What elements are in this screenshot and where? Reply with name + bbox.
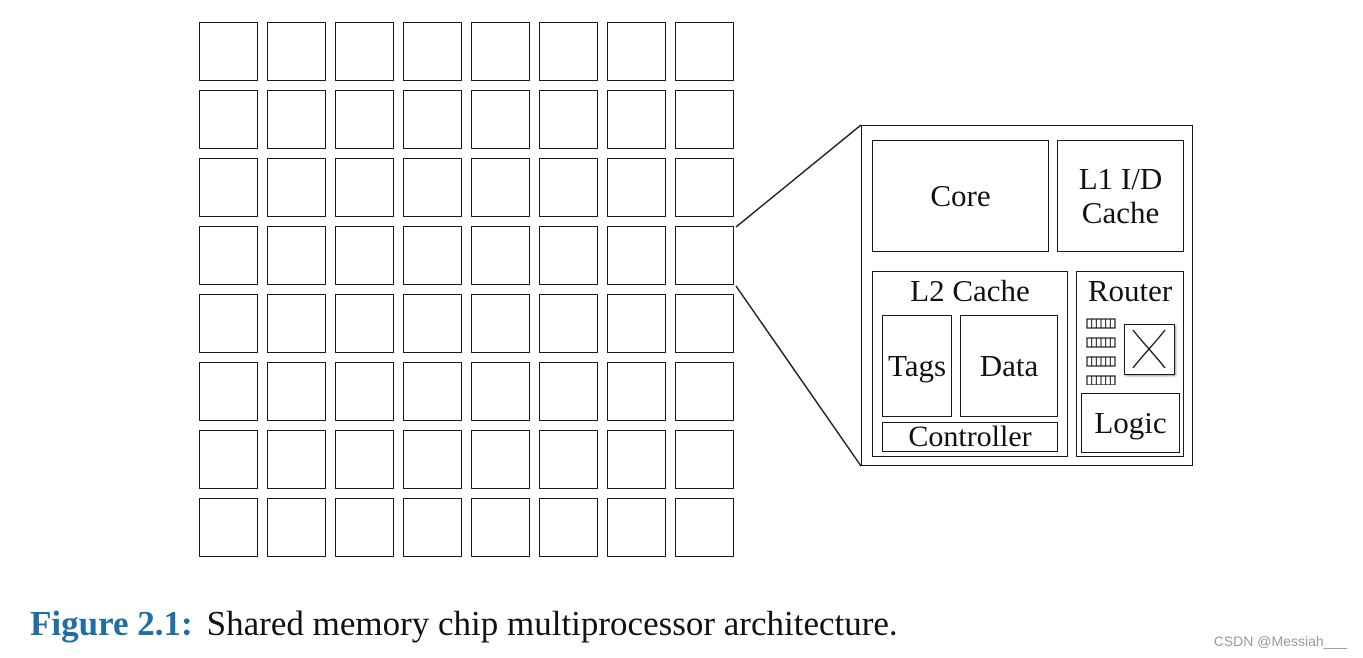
tile <box>675 498 734 557</box>
tile <box>199 430 258 489</box>
tile <box>607 498 666 557</box>
tile <box>607 362 666 421</box>
tile <box>539 362 598 421</box>
tile <box>675 90 734 149</box>
core-block: Core <box>872 140 1049 252</box>
l1-cache-block: L1 I/D Cache <box>1057 140 1184 252</box>
data-block: Data <box>960 315 1058 417</box>
tile <box>199 158 258 217</box>
tags-label: Tags <box>887 347 947 383</box>
tile <box>539 430 598 489</box>
zoom-line-bottom <box>735 285 862 467</box>
tile <box>539 158 598 217</box>
tile <box>335 430 394 489</box>
controller-label: Controller <box>908 420 1032 453</box>
tile <box>675 158 734 217</box>
input-buffer-icon <box>1086 318 1116 329</box>
tile <box>607 90 666 149</box>
tile <box>335 158 394 217</box>
tile <box>471 294 530 353</box>
l1-cache-label-line1: L1 I/D <box>1078 160 1163 196</box>
tags-block: Tags <box>882 315 952 417</box>
tile <box>675 22 734 81</box>
figure-caption-text: Shared memory chip multiprocessor archit… <box>206 604 898 643</box>
crossbar-switch-icon <box>1124 324 1175 375</box>
tile <box>335 90 394 149</box>
tile <box>607 226 666 285</box>
l1-cache-label-line2: Cache <box>1081 195 1160 230</box>
tile <box>539 498 598 557</box>
tile <box>539 294 598 353</box>
tile <box>607 294 666 353</box>
tile <box>267 362 326 421</box>
crossbar-glyph <box>1132 329 1166 369</box>
tile <box>199 498 258 557</box>
tile <box>471 226 530 285</box>
tile <box>403 430 462 489</box>
tile <box>199 22 258 81</box>
tile <box>199 294 258 353</box>
tile <box>267 498 326 557</box>
l2-cache-block: L2 Cache Tags Data Controller <box>872 271 1068 457</box>
tile <box>403 22 462 81</box>
tile <box>675 362 734 421</box>
tile <box>607 158 666 217</box>
tile <box>471 158 530 217</box>
figure-caption: Figure 2.1: Shared memory chip multiproce… <box>30 603 898 645</box>
tile <box>471 430 530 489</box>
tile <box>675 294 734 353</box>
tile <box>335 22 394 81</box>
tile <box>267 90 326 149</box>
tile <box>607 22 666 81</box>
input-buffer-icon <box>1086 375 1116 385</box>
tile <box>267 226 326 285</box>
tile-highlighted <box>675 226 734 285</box>
figure-number: Figure 2.1: <box>30 604 193 643</box>
tile <box>471 362 530 421</box>
router-block: Router Logic <box>1076 271 1184 457</box>
tile <box>199 90 258 149</box>
tile <box>403 158 462 217</box>
tile <box>471 498 530 557</box>
l2-cache-label: L2 Cache <box>910 273 1030 308</box>
tile <box>335 498 394 557</box>
tile <box>403 498 462 557</box>
tile <box>539 226 598 285</box>
tile <box>267 158 326 217</box>
tile <box>267 430 326 489</box>
watermark: CSDN @Messiah___ <box>1213 633 1347 649</box>
tile <box>335 362 394 421</box>
tile <box>267 294 326 353</box>
tile <box>335 294 394 353</box>
tile <box>267 22 326 81</box>
logic-label: Logic <box>1094 404 1167 440</box>
tile <box>403 226 462 285</box>
input-buffers <box>1086 318 1116 385</box>
tile <box>403 90 462 149</box>
tile <box>607 430 666 489</box>
tile <box>539 22 598 81</box>
data-label: Data <box>979 347 1039 383</box>
tile <box>199 362 258 421</box>
tile <box>403 294 462 353</box>
tile-grid <box>199 22 737 560</box>
tile-detail-panel: Core L1 I/D Cache L2 Cache Tags Data Con… <box>861 125 1193 466</box>
tile <box>199 226 258 285</box>
tile <box>335 226 394 285</box>
input-buffer-icon <box>1086 337 1116 348</box>
router-label: Router <box>1087 273 1173 308</box>
tile <box>471 22 530 81</box>
tile <box>471 90 530 149</box>
tile <box>403 362 462 421</box>
logic-block: Logic <box>1081 393 1180 453</box>
core-label: Core <box>930 177 991 213</box>
controller-block: Controller <box>882 422 1058 452</box>
input-buffer-icon <box>1086 356 1116 367</box>
tile <box>675 430 734 489</box>
zoom-line-top <box>735 124 862 228</box>
tile <box>539 90 598 149</box>
